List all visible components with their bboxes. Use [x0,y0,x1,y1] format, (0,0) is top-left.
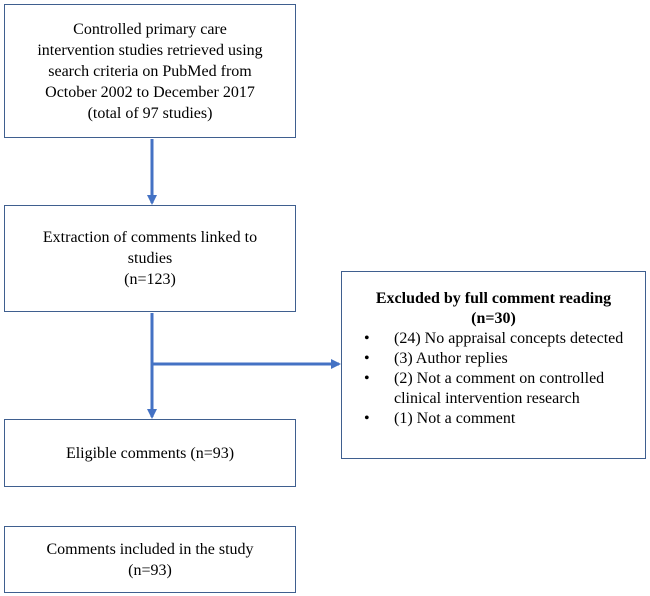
list-item-text: (1) Not a comment [394,410,516,427]
list-item: • (24) No appraisal concepts detected [364,329,645,349]
title-line: (n=30) [471,310,516,327]
text-line: Comments included in the study [46,540,254,558]
bullet-icon: • [364,370,370,387]
list-item: • (1) Not a comment [364,409,645,429]
text-line: Controlled primary care [73,20,227,38]
text-line: (total of 97 studies) [87,104,213,122]
box-retrieved-studies-text: Controlled primary care intervention stu… [37,19,262,124]
excluded-title: Excluded by full comment reading (n=30) [342,289,645,329]
text-line: (n=123) [124,271,176,288]
bullet-icon: • [364,350,370,367]
excluded-reasons-list: • (24) No appraisal concepts detected • (3… [342,329,645,429]
list-item: • (2) Not a comment on controlled clinica… [364,369,645,409]
text-line: intervention studies retrieved using [37,41,263,59]
box-extraction-text: Extraction of comments linked to studies… [43,227,257,290]
bullet-icon: • [364,410,370,427]
text-line: studies [127,250,173,267]
title-line: Excluded by full comment reading [375,290,612,307]
list-item-text: (2) Not a comment on controlled clinical… [394,370,605,407]
text-line: Extraction of comments linked to [42,229,258,246]
box-excluded-comments: Excluded by full comment reading (n=30) … [341,271,646,459]
box-retrieved-studies: Controlled primary care intervention stu… [4,4,296,138]
list-item-text: (24) No appraisal concepts detected [394,330,624,347]
text-line: Eligible comments (n=93) [65,444,235,462]
list-item: • (3) Author replies [364,349,645,369]
box-extraction-of-comments: Extraction of comments linked to studies… [4,205,296,312]
bullet-icon: • [364,330,370,347]
box-eligible-comments: Eligible comments (n=93) [4,419,296,487]
text-line: search criteria on PubMed from [48,62,252,80]
box-eligible-text: Eligible comments (n=93) [66,443,234,464]
box-comments-included: Comments included in the study (n=93) [4,526,296,593]
text-line: (n=93) [128,561,172,579]
list-item-text: (3) Author replies [394,350,508,367]
text-line: October 2002 to December 2017 [45,83,255,101]
box-included-text: Comments included in the study (n=93) [46,539,253,581]
